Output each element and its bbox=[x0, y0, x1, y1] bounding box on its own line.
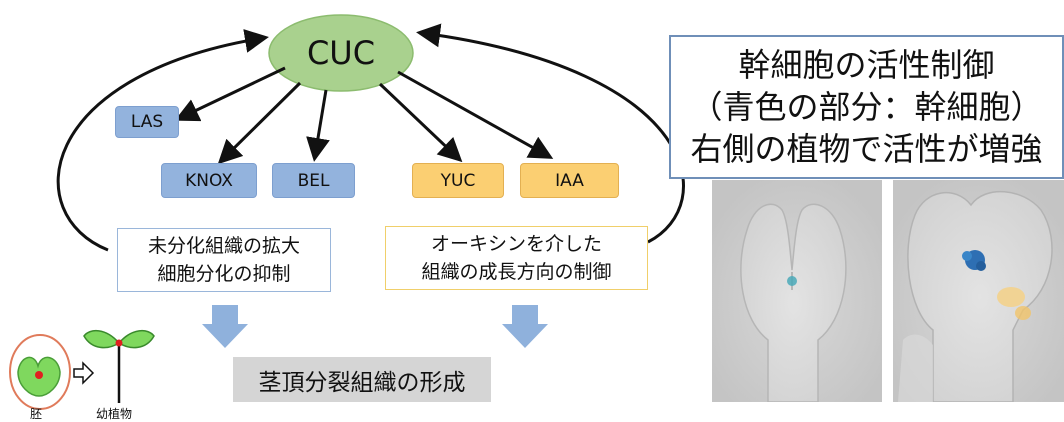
down-arrow-right bbox=[502, 305, 548, 348]
note-left-line-2: 細胞分化の抑制 bbox=[157, 263, 291, 285]
down-arrow-left bbox=[202, 305, 248, 348]
gene-las: LAS bbox=[115, 106, 179, 138]
embryo-illustration bbox=[9, 334, 71, 410]
title-line-3: 右側の植物で活性が増強 bbox=[690, 130, 1043, 168]
gene-bel: BEL bbox=[272, 163, 355, 198]
cuc-label: CUC bbox=[306, 34, 376, 72]
note-left-line-1: 未分化組織の拡大 bbox=[147, 235, 300, 257]
title-box: 幹細胞の活性制御 （青色の部分：幹細胞） 右側の植物で活性が増強 bbox=[669, 35, 1064, 179]
arrow-cuc-iaa bbox=[397, 70, 554, 159]
seedling-transition-arrow bbox=[73, 361, 95, 385]
gene-knox: KNOX bbox=[161, 163, 257, 198]
arrow-cuc-las bbox=[174, 66, 286, 122]
seedling-label: 幼植物 bbox=[96, 407, 133, 421]
seedling-illustration bbox=[83, 329, 155, 403]
note-left: 未分化組織の拡大 細胞分化の抑制 bbox=[117, 228, 331, 292]
gene-yuc: YUC bbox=[412, 163, 504, 198]
cuc-hub bbox=[268, 14, 414, 92]
embryo-photo-right bbox=[893, 180, 1064, 402]
note-right: オーキシンを介した 組織の成長方向の制御 bbox=[385, 226, 648, 290]
gene-iaa: IAA bbox=[520, 163, 619, 198]
feedback-arrow-left bbox=[56, 29, 269, 252]
arrow-cuc-yuc bbox=[378, 82, 463, 163]
title-line-2: （青色の部分：幹細胞） bbox=[690, 88, 1043, 126]
embryo-photo-left bbox=[712, 180, 882, 402]
note-right-line-2: 組織の成長方向の制御 bbox=[421, 261, 612, 283]
embryo-label: 胚 bbox=[30, 407, 43, 421]
arrow-cuc-knox bbox=[217, 81, 302, 165]
arrow-cuc-bel bbox=[306, 89, 330, 162]
title-line-1: 幹細胞の活性制御 bbox=[738, 46, 995, 84]
note-right-line-1: オーキシンを介した bbox=[430, 233, 602, 255]
feedback-arrow-right bbox=[416, 23, 685, 244]
result-box: 茎頂分裂組織の形成 bbox=[233, 357, 491, 402]
